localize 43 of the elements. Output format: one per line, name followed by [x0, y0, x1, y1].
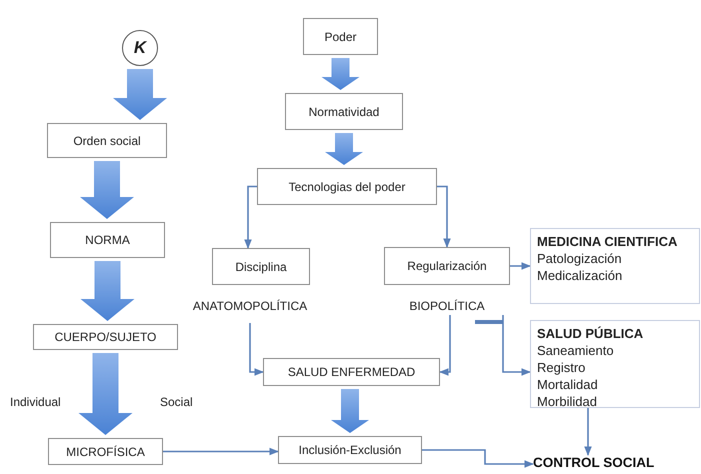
process-box: MICROFÍSICA	[48, 438, 163, 465]
connector-arrow	[510, 262, 531, 270]
node-text: CONTROL SOCIAL	[533, 455, 699, 473]
connector-arrow	[244, 186, 257, 249]
process-box: Orden social	[47, 123, 167, 158]
process-box: Tecnologias del poder	[257, 168, 437, 205]
list-item: Saneamiento	[537, 342, 615, 359]
circle-node: K	[122, 30, 158, 66]
box-heading: SALUD PÚBLICA	[537, 325, 644, 342]
connector-arrow	[422, 449, 534, 468]
connector-arrow	[584, 408, 592, 456]
process-box: Regularización	[384, 247, 510, 285]
process-box: SALUD ENFERMEDAD	[263, 358, 440, 386]
connector-arrow	[502, 315, 531, 376]
connector-arrow	[163, 448, 279, 456]
list-item: Patologización	[537, 250, 623, 267]
block-arrow	[80, 161, 134, 219]
side-label: Individual	[10, 395, 61, 409]
process-box: Normatividad	[285, 93, 403, 130]
side-label: Social	[160, 395, 193, 409]
block-arrow	[113, 69, 167, 120]
connector-arrow	[249, 323, 264, 376]
list-box	[530, 320, 700, 408]
process-box: Disciplina	[212, 248, 310, 285]
list-item: Mortalidad	[537, 376, 599, 393]
list-item: Registro	[537, 359, 586, 376]
block-arrow	[78, 353, 132, 435]
block-arrow	[80, 261, 134, 321]
block-arrow	[322, 58, 360, 90]
connector-arrow	[439, 315, 451, 376]
list-item: Medicalización	[537, 267, 624, 284]
process-box: CUERPO/SUJETO	[33, 324, 178, 350]
caption-text: BIOPOLÍTICA	[408, 299, 486, 313]
block-arrow	[325, 133, 363, 165]
box-heading: MEDICINA CIENTIFICA	[537, 233, 678, 250]
process-box: NORMA	[50, 222, 165, 258]
block-arrow	[331, 389, 369, 433]
list-item: Morbilidad	[537, 393, 598, 410]
process-box: Poder	[303, 18, 378, 55]
connector-arrow	[437, 186, 451, 248]
caption-text: ANATOMOPOLÍTICA	[192, 299, 308, 313]
list-box	[530, 228, 700, 304]
process-box: Inclusión-Exclusión	[278, 436, 422, 464]
